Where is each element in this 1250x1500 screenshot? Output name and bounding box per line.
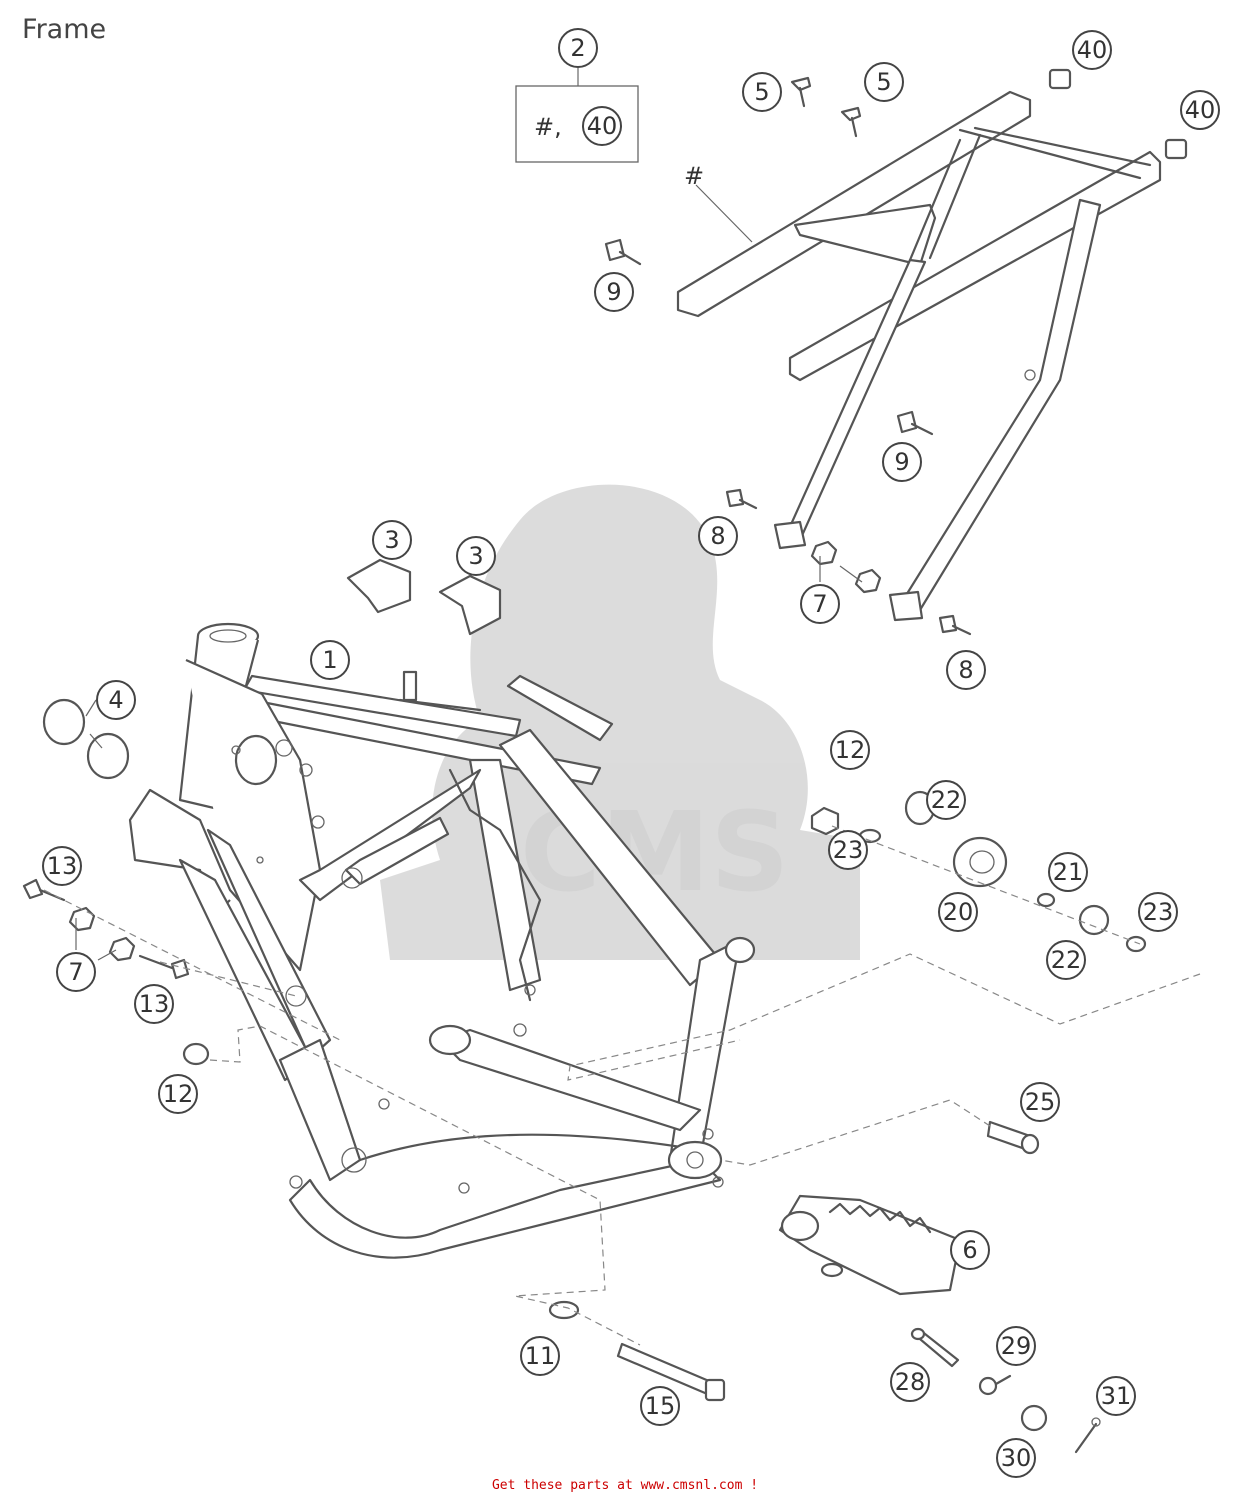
callout-3: 3: [456, 536, 496, 576]
callouts: 2 40 40 5 5 9 9 8 8 3 3 7 1 4 12 22 23 21 20 23 22 13 7 13 12 25 6…: [42, 28, 1220, 1478]
callout-label: 40: [1185, 96, 1216, 124]
callout-label: 9: [894, 448, 909, 476]
callout-label: 23: [1143, 898, 1174, 926]
callout-1: 1: [310, 640, 350, 680]
footer-link[interactable]: Get these parts at www.cmsnl.com !: [491, 1478, 759, 1493]
callout-30: 30: [996, 1438, 1036, 1478]
footpeg: [778, 1194, 962, 1296]
pivot-stack: [810, 790, 1147, 953]
chain-guides: [346, 558, 502, 636]
callout-21: 21: [1048, 852, 1088, 892]
callout-label: 4: [108, 686, 123, 714]
callout-label: 22: [931, 786, 962, 814]
callout-label: 8: [958, 656, 973, 684]
callout-3: 3: [372, 520, 412, 560]
callout-label: 13: [139, 990, 170, 1018]
callout-label: 31: [1101, 1382, 1132, 1410]
callout-label: 23: [833, 836, 864, 864]
callout-label: 12: [835, 736, 866, 764]
callout-label: 15: [645, 1392, 676, 1420]
head-rings: [42, 698, 130, 780]
kit-box-hash: #,: [534, 113, 562, 141]
callout-20: 20: [938, 892, 978, 932]
subframe: #: [676, 90, 1162, 622]
callout-9: 9: [594, 272, 634, 312]
callout-label: 9: [606, 278, 621, 306]
callout-label: 2: [570, 34, 585, 62]
callout-label: 5: [754, 78, 769, 106]
callout-7: 7: [800, 584, 840, 624]
callout-40: 40: [1180, 90, 1220, 130]
callout-label: 7: [68, 958, 83, 986]
subframe-label: #: [684, 162, 704, 190]
callout-8: 8: [946, 650, 986, 690]
callout-12: 12: [830, 730, 870, 770]
callout-label: 5: [876, 68, 891, 96]
kit-box-ref: 40: [587, 112, 618, 140]
callout-label: 20: [943, 898, 974, 926]
callout-28: 28: [890, 1362, 930, 1402]
callout-label: 7: [812, 590, 827, 618]
callout-13: 13: [42, 846, 82, 886]
callout-label: 8: [710, 522, 725, 550]
callout-23: 23: [1138, 892, 1178, 932]
callout-5: 5: [742, 72, 782, 112]
callout-label: 29: [1001, 1332, 1032, 1360]
kit-box: #, 40: [515, 68, 639, 163]
callout-6: 6: [950, 1230, 990, 1270]
subframe-hardware: [604, 68, 1188, 636]
callout-label: 1: [322, 646, 337, 674]
callout-label: 21: [1053, 858, 1084, 886]
callout-29: 29: [996, 1326, 1036, 1366]
callout-label: 28: [895, 1368, 926, 1396]
callout-label: 3: [384, 526, 399, 554]
callout-12: 12: [158, 1074, 198, 1114]
kit-box-ref-callout: 40: [582, 106, 622, 146]
callout-40: 40: [1072, 30, 1112, 70]
callout-15: 15: [640, 1386, 680, 1426]
footpeg-hardware: [548, 1120, 1101, 1454]
callout-31: 31: [1096, 1376, 1136, 1416]
callout-label: 11: [525, 1342, 556, 1370]
callout-label: 30: [1001, 1444, 1032, 1472]
callout-23: 23: [828, 830, 868, 870]
engine-mount-bolts: [22, 878, 210, 1066]
callout-25: 25: [1020, 1082, 1060, 1122]
callout-label: 40: [1077, 36, 1108, 64]
callout-label: 22: [1051, 946, 1082, 974]
callout-8: 8: [698, 516, 738, 556]
callout-4: 4: [96, 680, 136, 720]
assembly-lines: [43, 889, 1201, 1346]
main-frame: [128, 622, 756, 1259]
callout-label: 12: [163, 1080, 194, 1108]
leader-lines: [75, 556, 863, 961]
callout-11: 11: [520, 1336, 560, 1376]
callout-label: 6: [962, 1236, 977, 1264]
callout-label: 13: [47, 852, 78, 880]
callout-13: 13: [134, 984, 174, 1024]
callout-label: 3: [468, 542, 483, 570]
page-title: Frame: [22, 14, 107, 45]
callout-9: 9: [882, 442, 922, 482]
callout-2: 2: [558, 28, 598, 68]
callout-22: 22: [1046, 940, 1086, 980]
callout-5: 5: [864, 62, 904, 102]
callout-22: 22: [926, 780, 966, 820]
callout-label: 25: [1025, 1088, 1056, 1116]
callout-7: 7: [56, 952, 96, 992]
